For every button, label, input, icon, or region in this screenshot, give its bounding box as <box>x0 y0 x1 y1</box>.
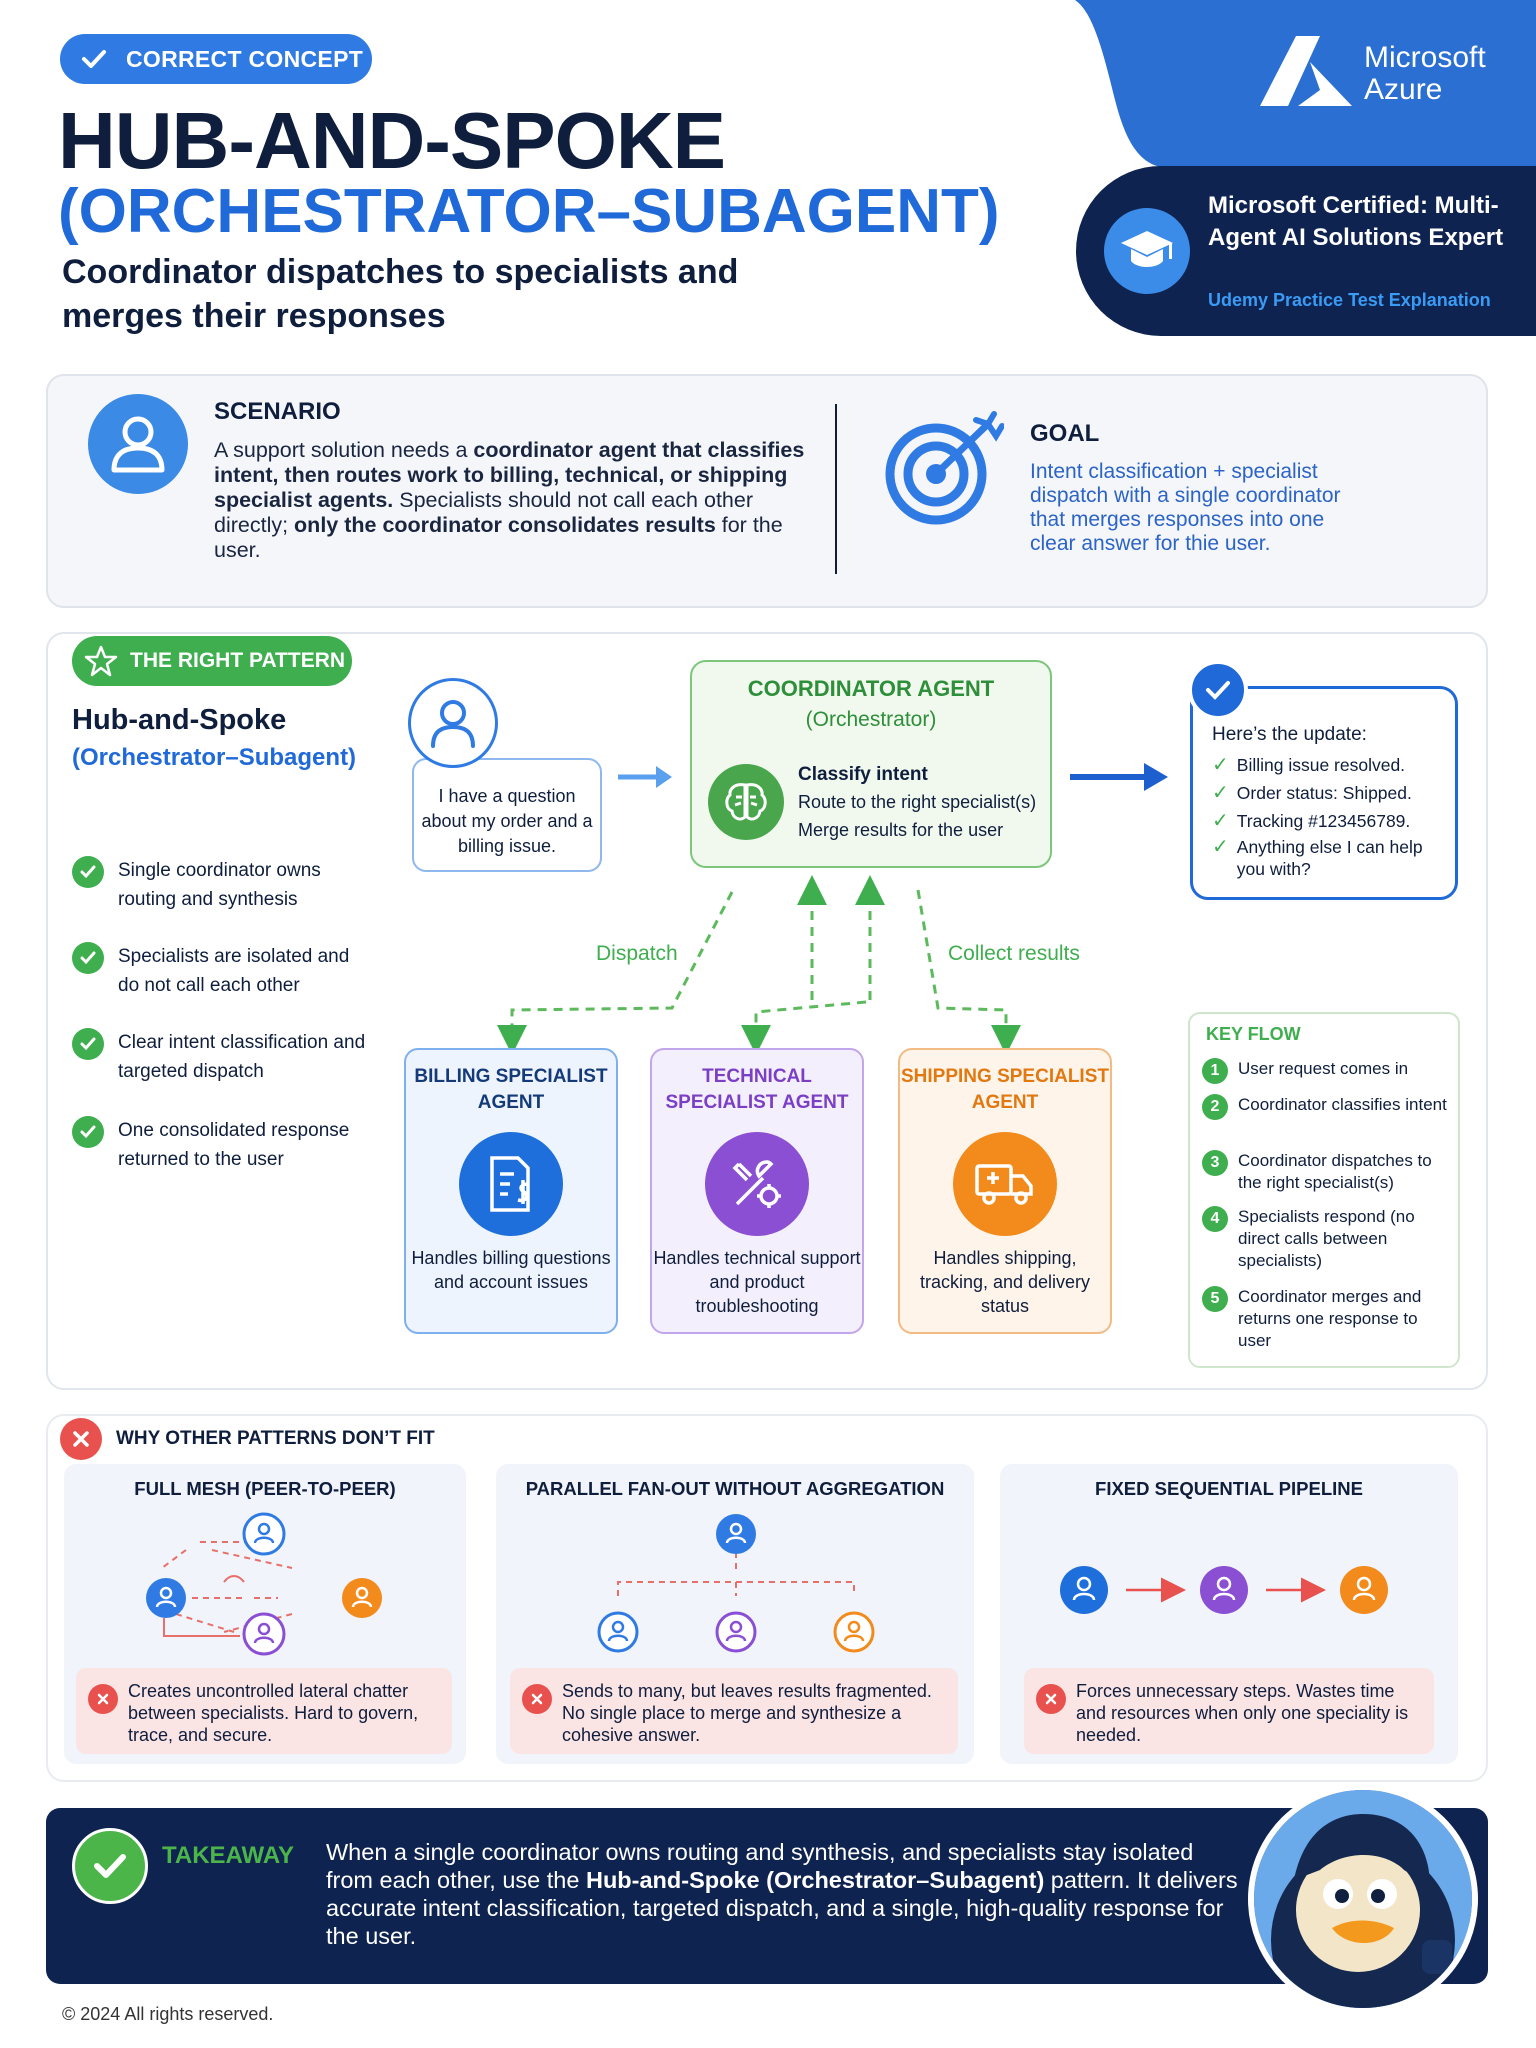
check-icon: ✓ <box>1212 754 1229 776</box>
scenario-panel <box>46 374 1488 608</box>
arrow-right-icon <box>618 766 672 788</box>
parallel-fan-out-diagram <box>597 1514 875 1653</box>
why-heading: WHY OTHER PATTERNS DON’T FIT <box>116 1428 435 1449</box>
shipping-specialist-title: SHIPPING SPECIALIST AGENT <box>901 1066 1109 1113</box>
arrow-right-icon <box>1070 763 1168 791</box>
divider <box>835 404 837 574</box>
user-icon <box>88 394 188 494</box>
coordinator-title: COORDINATOR AGENT <box>747 676 995 701</box>
billing-specialist-text: Handles billing questions and account is… <box>411 1248 611 1292</box>
close-x-icon <box>1036 1684 1066 1714</box>
coordinator-line: Classify intent <box>798 764 928 785</box>
update-item: ✓Order status: Shipped. <box>1212 782 1412 804</box>
scenario-text: A support solution needs a coordinator a… <box>214 438 805 562</box>
update-item: ✓Tracking #123456789. <box>1212 810 1411 832</box>
check-icon <box>72 1028 104 1060</box>
takeaway-banner <box>46 1808 1488 1984</box>
scenario-heading: SCENARIO <box>214 398 341 425</box>
pattern-check-item: Single coordinator owns routing and synt… <box>72 856 372 914</box>
full-mesh-diagram <box>146 1512 382 1656</box>
close-x-icon <box>60 1418 102 1460</box>
check-icon <box>72 942 104 974</box>
star-icon <box>84 645 118 677</box>
billing-specialist-title: BILLING SPECIALIST AGENT <box>414 1066 608 1113</box>
technical-specialist-title: TECHNICAL SPECIALIST AGENT <box>665 1066 849 1113</box>
page-title: HUB-AND-SPOKE <box>58 96 726 185</box>
billing-document-icon <box>459 1132 563 1236</box>
takeaway-label: TAKEAWAY <box>162 1842 295 1869</box>
update-heading: Here’s the update: <box>1212 724 1367 745</box>
key-flow-heading: KEY FLOW <box>1206 1024 1301 1044</box>
pattern-subtitle: (Orchestrator–Subagent) <box>72 744 357 771</box>
coordinator-line: Route to the right specialist(s) <box>798 792 1037 812</box>
goal-text: Intent classification + specialist dispa… <box>1030 460 1341 555</box>
update-item: ✓Billing issue resolved. <box>1212 754 1406 776</box>
azure-logo-icon <box>1260 36 1352 106</box>
cert-title: Microsoft Certified: Multi-Agent AI Solu… <box>1208 192 1504 251</box>
check-icon <box>72 1116 104 1148</box>
check-icon: ✓ <box>1212 810 1229 832</box>
update-item: ✓Anything else I can help you with? <box>1212 836 1423 879</box>
pattern-check-item: Specialists are isolated and do not call… <box>72 942 372 1000</box>
page-subtitle: Coordinator dispatches to specialists an… <box>62 253 739 335</box>
collect-results-label: Collect results <box>948 942 1080 965</box>
checkmark-icon <box>82 50 106 68</box>
goal-heading: GOAL <box>1030 420 1100 447</box>
coordinator-line: Merge results for the user <box>798 820 1004 840</box>
user-icon <box>408 678 498 768</box>
full-mesh-title: FULL MESH (PEER-TO-PEER) <box>134 1478 396 1499</box>
coordinator-subtitle: (Orchestrator) <box>805 708 937 731</box>
key-flow-card <box>1188 1012 1460 1368</box>
right-pattern-badge: THE RIGHT PATTERN <box>72 636 352 686</box>
takeaway-text: When a single coordinator owns routing a… <box>326 1839 1238 1949</box>
pattern-check-item: One consolidated response returned to th… <box>72 1116 372 1174</box>
delivery-truck-icon <box>953 1132 1057 1236</box>
dispatch-label: Dispatch <box>596 942 678 965</box>
full-mesh-note: Creates uncontrolled lateral chatter bet… <box>76 1668 452 1754</box>
cert-subtitle: Udemy Practice Test Explanation <box>1208 290 1491 310</box>
pattern-check-item: Clear intent classification and targeted… <box>72 1028 372 1086</box>
parallel-fan-out-title: PARALLEL FAN-OUT WITHOUT AGGREGATION <box>525 1478 945 1499</box>
check-icon <box>1188 660 1248 720</box>
close-x-icon <box>522 1684 552 1714</box>
page-title-sub: (ORCHESTRATOR–SUBAGENT) <box>58 177 1000 246</box>
sequential-pipeline-diagram <box>1060 1566 1388 1614</box>
target-icon <box>885 411 1004 525</box>
check-icon <box>72 856 104 888</box>
sequential-pipeline-note: Forces unnecessary steps. Wastes time an… <box>1024 1668 1434 1754</box>
wrench-gear-icon <box>705 1132 809 1236</box>
graduation-cap-icon <box>1104 208 1190 294</box>
check-icon <box>72 1828 148 1904</box>
brain-icon <box>708 764 784 840</box>
technical-specialist-text: Handles technical support and product tr… <box>653 1248 861 1316</box>
check-icon: ✓ <box>1212 782 1229 804</box>
update-response-card <box>1190 686 1458 900</box>
copyright-footer: © 2024 All rights reserved. <box>62 2004 274 2024</box>
azure-brand-name: Microsoft Azure <box>1364 41 1486 106</box>
sequential-pipeline-title: FIXED SEQUENTIAL PIPELINE <box>1095 1478 1363 1499</box>
penguin-mascot-icon <box>1248 1784 1478 2014</box>
check-icon: ✓ <box>1212 836 1229 858</box>
pattern-title: Hub-and-Spoke <box>72 704 287 736</box>
close-x-icon <box>88 1684 118 1714</box>
parallel-fan-out-note: Sends to many, but leaves results fragme… <box>510 1668 958 1754</box>
correct-concept-badge: CORRECT CONCEPT <box>60 34 372 84</box>
shipping-specialist-text: Handles shipping, tracking, and delivery… <box>919 1248 1091 1316</box>
azure-header-background <box>1075 0 1536 168</box>
user-question-bubble: I have a question about my order and a b… <box>412 758 602 872</box>
